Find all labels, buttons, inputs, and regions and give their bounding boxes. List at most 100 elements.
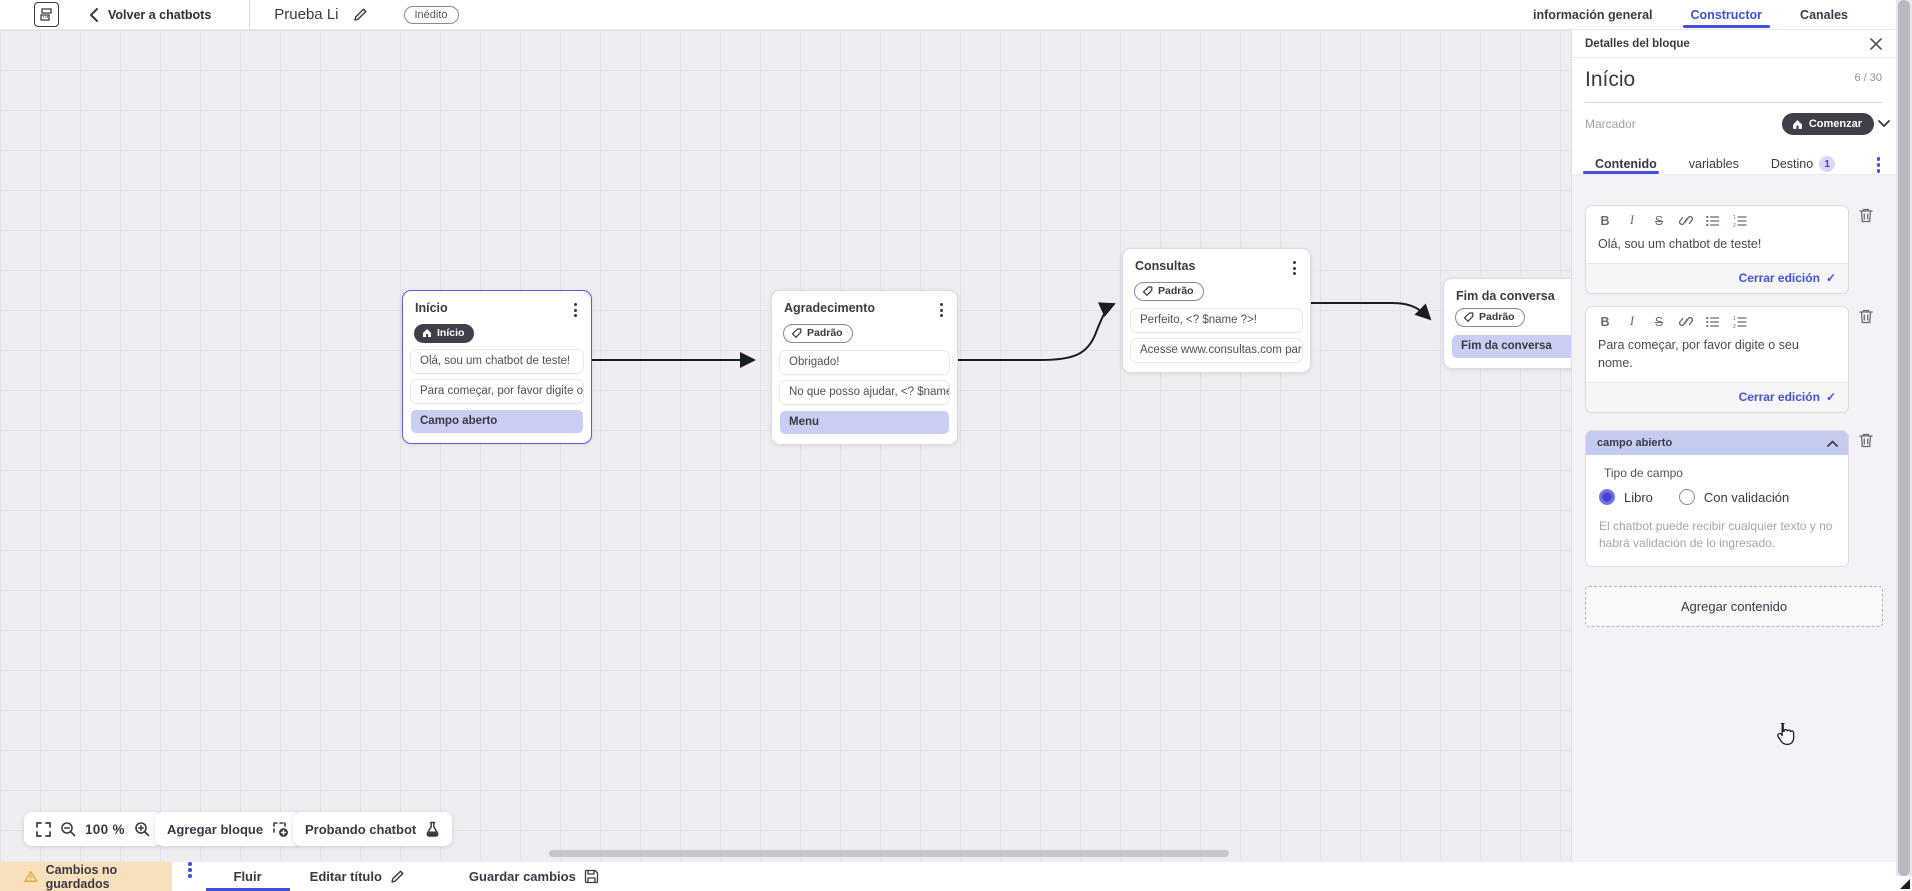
draft-status-badge: Inédito (403, 5, 459, 24)
node-end-item[interactable]: Fim da conversa (1452, 334, 1571, 358)
link-icon[interactable] (1679, 315, 1693, 328)
message-text[interactable]: Para começar, por favor digite o seu nom… (1598, 338, 1799, 371)
tab-destino[interactable]: Destino 1 (1771, 155, 1836, 172)
trash-icon[interactable] (1858, 432, 1874, 449)
flask-icon (425, 821, 440, 837)
svg-text:2: 2 (1733, 324, 1736, 328)
close-editing-button[interactable]: Cerrar edición✓ (1586, 382, 1848, 413)
fit-screen-icon[interactable] (36, 821, 51, 837)
tag-icon (1142, 285, 1153, 296)
tab-constructor[interactable]: Constructor (1682, 1, 1770, 29)
strikethrough-icon[interactable]: S (1654, 213, 1664, 228)
link-icon[interactable] (1679, 214, 1693, 227)
active-tab-underline (1583, 171, 1659, 174)
flow-canvas[interactable]: Início Início Olá, sou um chatbot de tes… (0, 30, 1571, 862)
zoom-level: 100 % (85, 821, 125, 837)
node-agradecimento[interactable]: Agradecimento Padrão Obrigado! No que po… (771, 290, 958, 445)
edit-title-button[interactable]: Editar título (290, 862, 425, 891)
back-to-chatbots-link[interactable]: Volver a chatbots (108, 7, 212, 22)
edit-title-pencil-icon[interactable] (353, 7, 368, 22)
home-icon (1792, 119, 1802, 129)
tag-icon (1463, 311, 1474, 322)
node-consultas[interactable]: Consultas Padrão Perfeito, <? $name ?>! … (1122, 248, 1311, 373)
app-logo-icon (34, 2, 59, 27)
panel-menu-icon[interactable] (1873, 155, 1885, 175)
flow-title[interactable]: Prueba Li (274, 6, 339, 23)
radio-option-libro[interactable]: Libro (1599, 489, 1653, 506)
pencil-icon (391, 870, 404, 883)
block-name-input[interactable]: Início (1585, 68, 1636, 91)
node-input-item[interactable]: Campo aberto (411, 410, 583, 433)
bullet-list-icon[interactable] (1706, 215, 1720, 227)
topbar-divider (249, 0, 251, 30)
test-chatbot-button[interactable]: Probando chatbot (293, 812, 453, 846)
bold-icon[interactable]: B (1600, 314, 1610, 329)
flow-menu-icon[interactable] (172, 862, 206, 891)
marker-field[interactable]: Marcador (1585, 117, 1636, 131)
node-message-item[interactable]: No que posso ajudar, <? $name ... (780, 380, 949, 404)
open-field-header[interactable]: campo abierto (1586, 431, 1848, 456)
add-content-button[interactable]: Agregar contenido (1585, 585, 1883, 627)
field-type-label: Tipo de campo (1604, 466, 1683, 481)
node-menu-icon[interactable] (1289, 259, 1300, 277)
add-block-button[interactable]: Agregar bloque (155, 812, 302, 846)
add-block-icon (272, 821, 289, 838)
strikethrough-icon[interactable]: S (1654, 314, 1664, 329)
unsaved-changes-chip: Cambios no guardados (0, 862, 172, 891)
bold-icon[interactable]: B (1600, 213, 1610, 228)
chevron-down-icon[interactable] (1878, 120, 1890, 128)
svg-text:2: 2 (1733, 223, 1736, 227)
zoom-out-icon[interactable] (60, 821, 76, 837)
flow-tab-fluir[interactable]: Fluir (205, 862, 290, 891)
trash-icon[interactable] (1858, 308, 1874, 325)
radio-option-con-validacion[interactable]: Con validación (1678, 489, 1789, 506)
node-fim-da-conversa[interactable]: Fim da conversa Padrão Fim da conversa (1443, 278, 1571, 369)
trash-icon[interactable] (1858, 207, 1874, 224)
top-bar: Volver a chatbots Prueba Li Inédito info… (0, 0, 1896, 30)
close-icon[interactable] (1870, 37, 1882, 50)
italic-icon[interactable]: I (1629, 314, 1635, 329)
node-inicio[interactable]: Início Início Olá, sou um chatbot de tes… (402, 290, 592, 444)
italic-icon[interactable]: I (1629, 213, 1635, 227)
radio-selected-icon[interactable] (1599, 489, 1615, 506)
close-editing-button[interactable]: Cerrar edición✓ (1586, 263, 1848, 294)
radio-unselected-icon[interactable] (1678, 489, 1695, 506)
node-menu-icon[interactable] (570, 301, 581, 319)
tag-icon (791, 327, 802, 338)
test-chatbot-label: Probando chatbot (305, 821, 417, 837)
tab-variables[interactable]: variables (1688, 156, 1739, 171)
start-badge: Início (414, 324, 475, 343)
bullet-list-icon[interactable] (1706, 316, 1720, 328)
node-menu-item[interactable]: Menu (780, 410, 949, 434)
window-vertical-scrollbar[interactable] (1896, 0, 1912, 876)
tab-canales[interactable]: Canales (1800, 8, 1848, 22)
tab-informacion-general[interactable]: información general (1533, 8, 1653, 22)
node-message-item[interactable]: Olá, sou um chatbot de teste! (411, 350, 583, 373)
edge-consultas-fim (1311, 302, 1432, 321)
chevron-up-icon[interactable] (1827, 440, 1838, 447)
canvas-horizontal-scrollbar[interactable] (549, 850, 1229, 857)
node-message-item[interactable]: Perfeito, <? $name ?>! (1131, 308, 1302, 332)
default-badge: Padrão (1134, 282, 1204, 301)
start-marker-button[interactable]: Comenzar (1781, 113, 1874, 135)
svg-text:1: 1 (1733, 215, 1736, 221)
message-text[interactable]: Olá, sou um chatbot de teste! (1598, 237, 1762, 251)
default-badge: Padrão (783, 324, 853, 343)
status-bar: Cambios no guardados Fluir Editar título… (0, 862, 1896, 891)
zoom-in-icon[interactable] (134, 821, 150, 837)
node-message-item[interactable]: Para começar, por favor digite o ... (411, 380, 583, 403)
back-chevron-icon[interactable] (89, 7, 98, 22)
node-message-item[interactable]: Acesse www.consultas.com par... (1131, 338, 1302, 362)
save-icon (584, 869, 598, 884)
node-title: Agradecimento (784, 301, 875, 315)
zoom-controls: 100 % (24, 812, 162, 846)
node-menu-icon[interactable] (936, 301, 947, 319)
mouse-cursor-icon (1777, 723, 1799, 749)
save-changes-button[interactable]: Guardar cambios (449, 862, 619, 891)
tab-contenido[interactable]: Contenido (1595, 156, 1657, 171)
node-message-item[interactable]: Obrigado! (780, 350, 949, 374)
